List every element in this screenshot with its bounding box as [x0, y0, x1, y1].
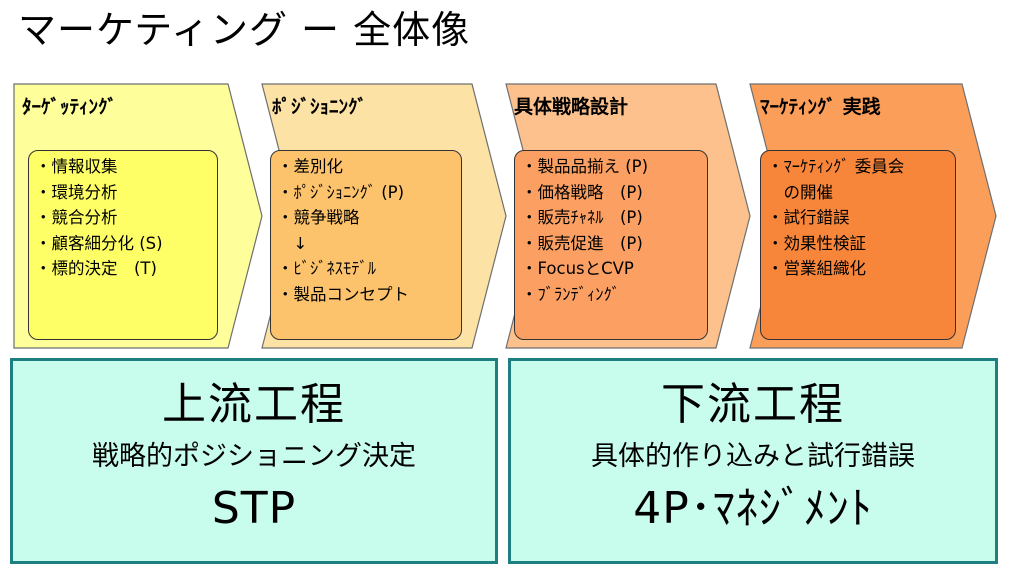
stage-item: ・標的決定 (T) [35, 259, 157, 278]
stage-item-list: ・製品品揃え (P) ・価格戦略 (P) ・販売ﾁｬﾈﾙ (P) ・販売促進 (P) ・… [521, 154, 701, 307]
stage-item: ・顧客細分化 (S) [35, 233, 163, 253]
stage-item-list: ・ﾏｰｹﾃｨﾝｸﾞ 委員会 の開催・試行錯誤・効果性検証・営業組織化 [767, 154, 949, 282]
stage-item-list: ・情報収集・環境分析・競合分析・顧客細分化 (S) ・標的決定 (T) [35, 154, 211, 282]
page-title: マーケティング ー 全体像 [18, 8, 471, 52]
stage-item: ・ﾋﾞｼﾞﾈｽﾓﾃﾞﾙ [277, 259, 376, 278]
downstream-heading: 下流工程 [661, 379, 845, 430]
stage-item: ・差別化 [277, 157, 343, 176]
stage-item: ・営業組織化 [767, 259, 866, 278]
upstream-heading: 上流工程 [162, 379, 346, 430]
upstream-subtitle: 戦略的ポジショニング決定 [92, 441, 416, 472]
stage-box-targeting: ・情報収集・環境分析・競合分析・顧客細分化 (S) ・標的決定 (T) [28, 150, 218, 340]
stage-item: ・価格戦略 (P) [521, 182, 643, 202]
stage-item: ・製品品揃え (P) [521, 157, 649, 176]
stage-item: ・競争戦略 [277, 208, 360, 227]
stage-item: ↓ [277, 233, 308, 253]
stage-box-positioning: ・差別化・ﾎﾟｼﾞｼｮﾆﾝｸﾞ (P) ・競争戦略 ↓ ・ﾋﾞｼﾞﾈｽﾓﾃﾞﾙ ・製品… [270, 150, 462, 340]
stage-item-list: ・差別化・ﾎﾟｼﾞｼｮﾆﾝｸﾞ (P) ・競争戦略 ↓ ・ﾋﾞｼﾞﾈｽﾓﾃﾞﾙ ・製品… [277, 154, 455, 307]
stage-item: ・ﾌﾞﾗﾝﾃﾞｨﾝｸﾞ [521, 284, 620, 304]
stage-title-marketing-practice: ﾏｰｹﾃｨﾝｸﾞ 実践 [760, 96, 881, 118]
stage-item: ・効果性検証 [767, 233, 866, 253]
stage-item: ・販売ﾁｬﾈﾙ (P) [521, 208, 643, 227]
downstream-label: 4P･ﾏﾈｼﾞﾒﾝﾄ [633, 483, 873, 534]
stage-item: ・試行錯誤 [767, 208, 850, 227]
stage-title-strategy-design: 具体戦略設計 [514, 96, 629, 118]
downstream-process-box: 下流工程 具体的作り込みと試行錯誤 4P･ﾏﾈｼﾞﾒﾝﾄ [508, 358, 998, 564]
stage-item: ・情報収集 [35, 157, 118, 176]
stage-item: ・環境分析 [35, 182, 118, 202]
stage-box-marketing-practice: ・ﾏｰｹﾃｨﾝｸﾞ 委員会 の開催・試行錯誤・効果性検証・営業組織化 [760, 150, 956, 340]
upstream-process-box: 上流工程 戦略的ポジショニング決定 STP [10, 358, 498, 564]
stage-item: ・製品コンセプト [277, 284, 409, 304]
stage-item: ・競合分析 [35, 208, 118, 227]
upstream-label: STP [211, 483, 297, 534]
stage-item: ・販売促進 (P) [521, 233, 643, 253]
stage-item: ・ﾎﾟｼﾞｼｮﾆﾝｸﾞ (P) [277, 182, 405, 202]
stage-box-strategy-design: ・製品品揃え (P) ・価格戦略 (P) ・販売ﾁｬﾈﾙ (P) ・販売促進 (P) ・… [514, 150, 708, 340]
stage-title-positioning: ﾎﾟｼﾞｼｮﾆﾝｸﾞ [272, 96, 368, 118]
stage-item: ・ﾏｰｹﾃｨﾝｸﾞ 委員会 [767, 157, 905, 176]
stage-item: ・FocusとCVP [521, 259, 634, 278]
stage-item: の開催 [767, 182, 834, 202]
stage-title-targeting: ﾀｰｹﾞｯﾃｨﾝｸﾞ [22, 96, 118, 118]
downstream-subtitle: 具体的作り込みと試行錯誤 [591, 441, 915, 472]
